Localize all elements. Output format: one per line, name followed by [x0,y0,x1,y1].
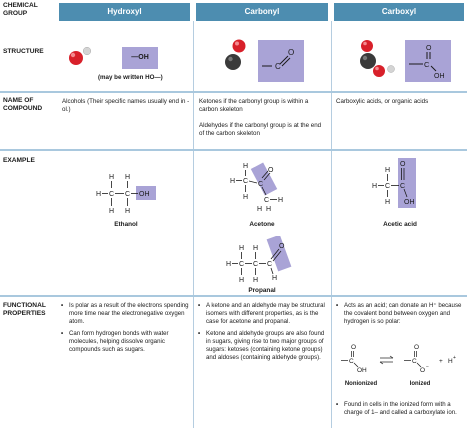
svg-text:C: C [253,261,258,268]
svg-text:H: H [243,194,248,201]
svg-text:OH: OH [404,199,415,206]
svg-text:C: C [239,261,244,268]
svg-text:C: C [349,358,354,365]
column-header-carboxyl: Carboxyl [334,3,464,21]
list-item: Ketone and aldehyde groups are also foun… [197,330,328,362]
acetic-acid-label: Acetic acid [383,221,417,228]
svg-text:C: C [267,261,272,268]
carboxyl-compound-name: Carboxylic acids, or organic acids [336,98,429,105]
carboxyl-properties-list-2: Found in cells in the ionized form with … [335,401,465,421]
row-header-structure: STRUCTURE [3,48,44,55]
svg-text:OH: OH [434,73,445,80]
svg-text:H: H [125,208,130,215]
svg-text:C: C [125,191,130,198]
ethanol-label: Ethanol [114,221,138,228]
svg-text:H: H [109,208,114,215]
svg-text:H: H [385,167,390,174]
svg-text:O: O [351,344,356,351]
acetone-label: Acetone [249,221,275,228]
svg-text:H: H [239,245,244,252]
carboxyl-3d-model [360,40,395,77]
list-item: Can form hydrogen bonds with water molec… [60,330,190,354]
list-item: Found in cells in the ionized form with … [335,401,465,417]
svg-text:+: + [439,358,443,365]
ethanol-structure: H H H C C OH H H [96,174,156,215]
propanal-label: Propanal [248,287,276,294]
svg-text:H: H [253,245,258,252]
carbonyl-properties-list: A ketone and an aldehyde may be structur… [197,302,328,365]
hydroxyl-3d-model [69,46,92,65]
hydroxyl-structure-box: —OH [122,47,158,69]
svg-text:C: C [412,358,417,365]
carbonyl-compound-name-aldehydes: Aldehydes if the carbonyl group is at th… [199,122,322,138]
svg-text:O: O [426,45,432,52]
column-header-carbonyl: Carbonyl [196,3,328,21]
svg-text:H: H [230,178,235,185]
svg-text:C: C [424,60,430,69]
column-header-hydroxyl: Hydroxyl [59,3,190,21]
carboxyl-properties-list-1: Acts as an acid; can donate an H⁺ becaus… [335,302,465,330]
svg-text:H: H [96,191,101,198]
svg-text:+: + [453,355,456,361]
row-divider [0,91,467,93]
row-header-functional-properties: FUNCTIONAL PROPERTIES [3,302,46,317]
carbonyl-3d-model [225,39,246,70]
list-item: A ketone and an aldehyde may be structur… [197,302,328,326]
svg-text:C: C [400,183,405,190]
carboxyl-structure-box: O C OH [405,40,451,82]
row-divider [0,149,467,151]
svg-text:C: C [385,183,390,190]
row-header-example: EXAMPLE [3,157,35,164]
list-item: Is polar as a result of the electrons sp… [60,302,190,326]
svg-text:O: O [268,167,274,174]
hydroxyl-compound-name: Alcohols (Their specific names usually e… [62,98,190,114]
column-divider [331,21,332,428]
svg-text:H: H [266,206,271,212]
column-divider [193,21,194,428]
svg-text:H: H [125,174,130,181]
ionized-label: Ionized [409,381,431,387]
svg-text:O: O [414,344,419,351]
svg-text:H: H [372,183,377,190]
svg-text:H: H [253,277,258,284]
svg-text:C: C [243,178,248,185]
carbonyl-structure-box: C O [258,40,304,82]
svg-text:H: H [385,199,390,206]
nonionized-label: Nonionized [344,381,378,387]
svg-text:C: C [258,181,263,188]
svg-text:C: C [109,191,114,198]
svg-text:H: H [278,197,283,204]
svg-text:O: O [400,161,406,168]
hydroxyl-properties-list: Is polar as a result of the electrons sp… [60,302,190,358]
svg-text:−: − [426,364,429,370]
list-item: Acts as an acid; can donate an H⁺ becaus… [335,302,465,326]
row-header-name-of-compound: NAME OF COMPOUND [3,97,43,112]
svg-text:H: H [272,275,277,282]
carboxyl-ionization-equation: O C OH O C O − + H + [341,344,456,374]
svg-text:H: H [257,206,262,212]
svg-text:O: O [288,48,294,57]
svg-text:H: H [226,261,231,268]
svg-text:H: H [448,358,453,365]
hydroxyl-structure-note: (may be written HO—) [98,74,163,81]
row-header-chemical-group: CHEMICAL GROUP [3,2,38,17]
svg-text:H: H [243,163,248,170]
svg-text:C: C [275,62,281,71]
svg-text:H: H [109,174,114,181]
svg-text:O: O [279,243,285,250]
acetic-acid-structure: H H C C O H OH [372,158,416,208]
svg-text:OH: OH [139,191,150,198]
svg-text:C: C [264,197,269,204]
carbonyl-compound-name-ketones: Ketones if the carbonyl group is within … [199,98,309,114]
svg-text:OH: OH [357,367,367,374]
row-divider [0,295,467,297]
svg-text:H: H [239,277,244,284]
svg-text:O: O [420,367,425,374]
